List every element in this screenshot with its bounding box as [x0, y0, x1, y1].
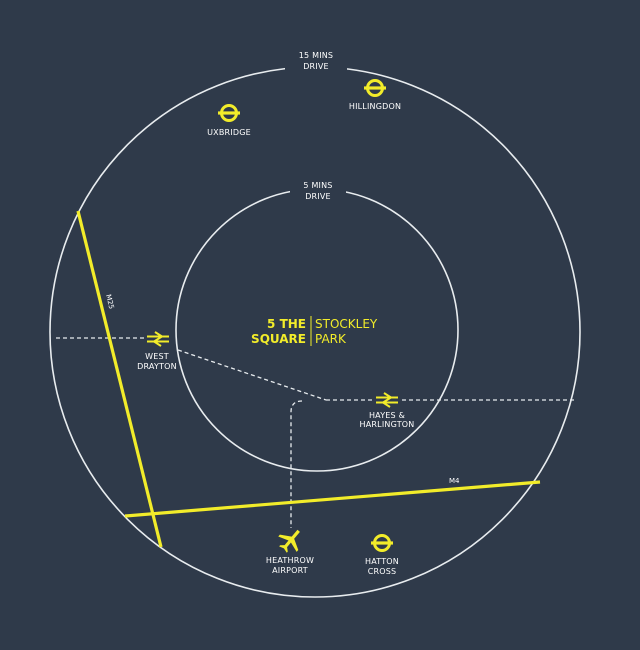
hatton-cross-label-1: HATTON — [365, 557, 399, 566]
brand-place-line-1: STOCKLEY — [315, 317, 378, 331]
heathrow-marker: HEATHROW AIRPORT — [266, 529, 314, 575]
hillingdon-label: HILLINGDON — [349, 102, 401, 111]
inner-ring-label-1: 5 MINS — [303, 181, 332, 190]
hayes-label-1: HAYES & — [369, 411, 405, 420]
west-drayton-label-1: WEST — [145, 352, 169, 361]
m4-motorway — [124, 480, 541, 518]
uxbridge-marker: UXBRIDGE — [207, 104, 251, 137]
brand-place-line-2: PARK — [315, 332, 347, 346]
heathrow-label-1: HEATHROW — [266, 556, 314, 565]
hayes-harlington-marker: HAYES & HARLINGTON — [360, 392, 415, 429]
brand-name-line-2: SQUARE — [251, 332, 306, 346]
underground-roundel-icon — [371, 534, 393, 552]
outer-ring-label-1: 15 MINS — [299, 51, 333, 60]
outer-ring-label-2: DRIVE — [303, 62, 329, 71]
west-drayton-marker: WEST DRAYTON — [137, 331, 177, 371]
hayes-label-2: HARLINGTON — [360, 420, 415, 429]
hatton-cross-label-2: CROSS — [368, 567, 397, 576]
m25-motorway — [76, 210, 163, 548]
underground-roundel-icon — [218, 104, 240, 122]
west-drayton-label-2: DRAYTON — [137, 362, 177, 371]
rail-routes — [56, 337, 574, 528]
heathrow-label-2: AIRPORT — [272, 566, 308, 575]
hatton-cross-marker: HATTON CROSS — [365, 534, 399, 576]
uxbridge-label: UXBRIDGE — [207, 128, 251, 137]
inner-ring-label-2: DRIVE — [305, 192, 331, 201]
brand-name-line-1: 5 THE — [267, 317, 306, 331]
underground-roundel-icon — [364, 79, 386, 97]
national-rail-icon — [376, 392, 398, 408]
hillingdon-marker: HILLINGDON — [349, 79, 401, 111]
m4-label: M4 — [449, 477, 460, 485]
airplane-icon — [278, 529, 300, 553]
m25-label: M25 — [104, 294, 115, 310]
national-rail-icon — [147, 331, 169, 347]
